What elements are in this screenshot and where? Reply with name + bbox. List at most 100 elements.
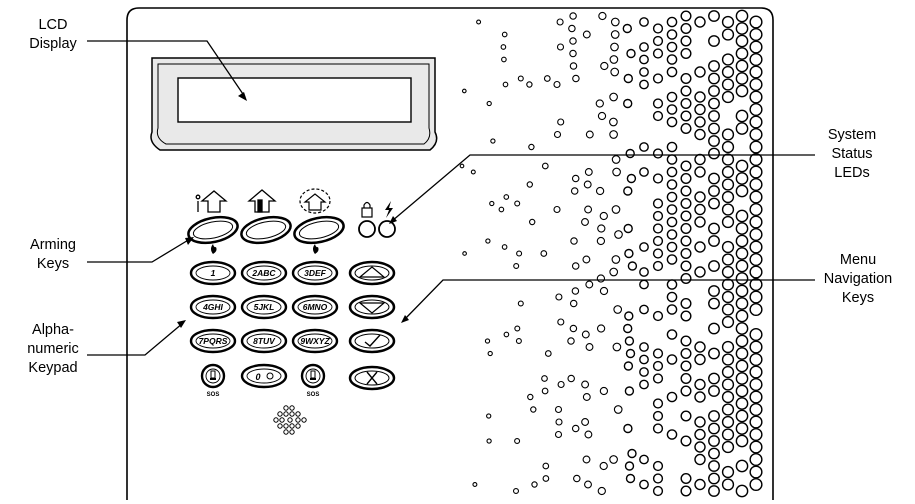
buzzer-hole [289,411,295,417]
grille-hole [581,380,590,389]
grille-hole [708,422,720,435]
grille-hole [694,453,706,466]
grille-hole [721,15,735,29]
grille-hole [666,166,678,178]
key-label: 7PQRS [199,336,228,346]
grille-hole [541,162,549,170]
key-5jkl[interactable]: 5JKL [240,294,288,320]
grille-hole [485,238,491,244]
grille-hole [624,386,635,396]
grille-hole [666,429,678,440]
arming-key-home[interactable] [239,213,293,247]
grille-hole [680,260,692,272]
grille-hole [721,240,735,254]
grille-hole [749,302,763,317]
buzzer-hole [287,417,293,423]
key-9wxyz[interactable]: 9WXYZ [291,328,339,354]
grille-hole [501,31,508,38]
grille-hole [652,460,664,472]
grille-hole [735,459,749,473]
grille-hole [571,287,580,295]
sos-label: SOS [207,392,220,398]
grille-hole [680,360,692,372]
grille-hole [624,461,635,471]
grille-hole [749,377,763,392]
grille-hole [680,247,692,260]
grille-hole [540,250,548,257]
grille-hole [694,478,706,491]
key-0[interactable]: 0 [240,363,288,389]
grille-hole [609,267,619,277]
grille-hole [639,354,649,365]
grille-hole [694,103,706,116]
grille-hole [721,165,735,179]
grille-hole [461,88,467,94]
key-7pqrs[interactable]: 7PQRS [189,328,237,354]
grille-hole [694,203,706,216]
grille-hole [721,28,735,41]
check-icon [364,334,381,347]
grille-hole [584,480,592,489]
grille-hole [652,98,664,109]
grille-hole [623,223,633,234]
grille-hole [639,79,649,90]
arming-key-away[interactable] [186,213,240,247]
grille-hole [666,179,678,190]
callout-lcd-display: LCD Display [29,17,77,52]
grille-hole [623,98,633,109]
arrowhead-menu [401,315,409,323]
grille-hole [721,340,735,354]
grille-hole [680,485,692,497]
grille-hole [600,61,609,71]
menu-key-down[interactable] [348,294,396,320]
sos-emergency-key[interactable]: SOS [200,363,226,398]
grille-hole [735,397,749,410]
grille-hole [735,272,749,285]
grille-hole [557,318,565,326]
grille-hole [680,35,692,47]
key-4ghi[interactable]: 4GHI [189,294,237,320]
grille-hole [542,462,550,470]
grille-hole [571,424,580,433]
menu-key-cancel[interactable] [348,365,396,391]
grille-hole [557,118,565,126]
grille-hole [666,304,678,315]
grille-hole [569,37,577,45]
grille-hole [581,218,589,226]
key-3def[interactable]: 3DEF [291,260,339,286]
grille-hole [557,380,565,389]
grille-hole [694,391,706,403]
grille-hole [721,403,735,416]
key-1[interactable]: 1 [189,260,237,286]
key-2abc[interactable]: 2ABC [240,260,288,286]
lcd-screen [177,77,412,123]
menu-key-ok[interactable] [348,328,396,354]
grille-hole [680,197,692,210]
grille-hole [581,418,590,426]
buzzer-hole [277,423,283,429]
grille-hole [639,267,649,277]
menu-key-up[interactable] [348,260,396,286]
grille-hole [639,279,649,290]
grille-hole [694,216,706,228]
house-person-inside-icon [247,189,277,213]
leader-status [391,154,815,222]
grille-hole [582,393,591,401]
key-6mno[interactable]: 6MNO [291,294,339,320]
grille-hole [666,116,678,128]
grille-hole [666,229,678,240]
dashed-house-icon [299,188,331,214]
grille-hole [694,16,706,28]
grille-hole [735,322,749,335]
grille-hole [666,329,678,340]
grille-hole [749,240,763,254]
sos-medical-key[interactable]: SOS [300,363,326,398]
grille-hole [544,350,552,357]
grille-hole [595,186,605,196]
grille-hole [666,279,678,290]
grille-hole [721,390,735,404]
grille-hole [721,90,735,104]
key-8tuv[interactable]: 8TUV [240,328,288,354]
arming-key-disarm[interactable] [292,213,346,247]
grille-hole [708,35,720,47]
